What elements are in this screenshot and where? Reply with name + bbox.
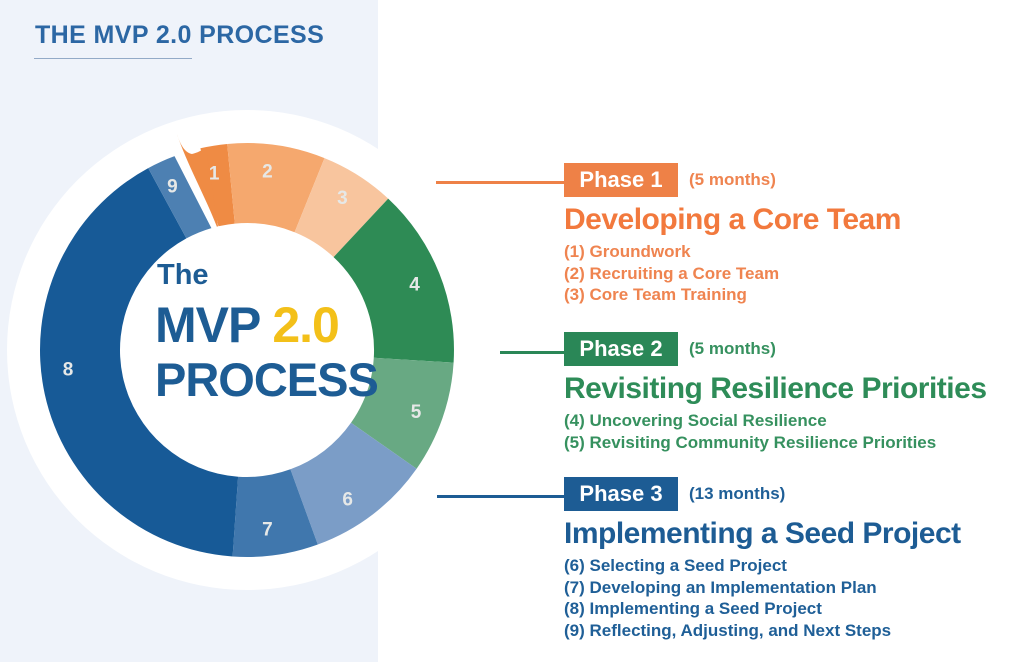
phase-step-item: (7) Developing an Implementation Plan [564,577,877,597]
segment-number-label-1: 1 [209,164,220,185]
page-title: THE MVP 2.0 PROCESS [35,21,325,49]
phase-step-item: (3) Core Team Training [564,285,747,304]
phase-3-connector-line [437,495,564,498]
phase-1-step-list: (1) Groundwork (2) Recruiting a Core Team… [564,241,1024,306]
donut-segment-5 [351,357,454,469]
phase-2-heading: Revisiting Resilience Priorities [564,372,987,405]
title-underline [34,58,192,59]
donut-segment-9 [148,156,212,239]
phase-step-item: (9) Reflecting, Adjusting, and Next Step… [564,620,892,640]
phase-3-section: Phase 3 (13 months) Implementing a Seed … [564,477,1024,641]
phase-1-connector-line [436,181,564,184]
segment-number-label-6: 6 [342,490,353,511]
segment-number-label-3: 3 [337,188,348,209]
wheel-word-version: 2.0 [272,297,340,353]
wheel-center-text: The MVP 2.0 PROCESS [155,259,379,406]
wheel-word-the: The [157,259,209,291]
donut-segment-7 [232,469,318,557]
phase-step-item: (5) Revisiting Community Resilience Prio… [564,432,937,452]
segment-number-label-8: 8 [63,359,74,380]
phase-step-item: (8) Implementing a Seed Project [564,599,822,618]
wheel-word-process: PROCESS [155,353,379,406]
phase-1-badge: Phase 1 [564,163,678,197]
phase-2-header: Phase 2 (5 months) [564,332,1024,366]
phase-3-heading: Implementing a Seed Project [564,517,961,550]
phase-2-section: Phase 2 (5 months) Revisiting Resilience… [564,332,1024,453]
phase-1-duration: (5 months) [689,170,776,189]
phase-step-item: (2) Recruiting a Core Team [564,263,780,283]
donut-segment-4 [333,198,454,363]
wheel-word-mvp: MVP [155,297,260,353]
donut-segment-1 [200,144,235,227]
phase-3-header: Phase 3 (13 months) [564,477,1024,511]
phase-step-item: (4) Uncovering Social Resilience [564,411,827,430]
segment-number-label-2: 2 [262,162,273,183]
phase-1-section: Phase 1 (5 months) Developing a Core Tea… [564,163,1024,306]
segment-number-label-5: 5 [411,402,422,423]
segment-number-label-4: 4 [409,275,420,296]
segment-number-label-7: 7 [262,519,273,540]
phase-2-badge: Phase 2 [564,332,678,366]
phase-2-duration: (5 months) [689,339,776,358]
phase-2-connector-line [500,351,564,354]
segment-number-label-9: 9 [167,177,178,198]
phase-3-badge: Phase 3 [564,477,678,511]
donut-segment-2 [227,143,325,233]
donut-segment-3 [294,158,389,258]
phase-1-header: Phase 1 (5 months) [564,163,1024,197]
phase-3-step-list: (6) Selecting a Seed Project (7) Developi… [564,555,1024,641]
phase-step-item: (1) Groundwork [564,242,691,261]
phase-1-heading: Developing a Core Team [564,203,901,236]
phase-3-duration: (13 months) [689,484,786,503]
phase-2-step-list: (4) Uncovering Social Resilience (5) Revi… [564,410,1024,453]
donut-segment-8 [39,168,239,557]
phase-step-item: (6) Selecting a Seed Project [564,556,787,575]
segment-1-ribbon-tip [177,134,218,227]
donut-segment-6 [290,422,417,545]
wheel-word-mvp-20: MVP 2.0 [155,300,378,350]
